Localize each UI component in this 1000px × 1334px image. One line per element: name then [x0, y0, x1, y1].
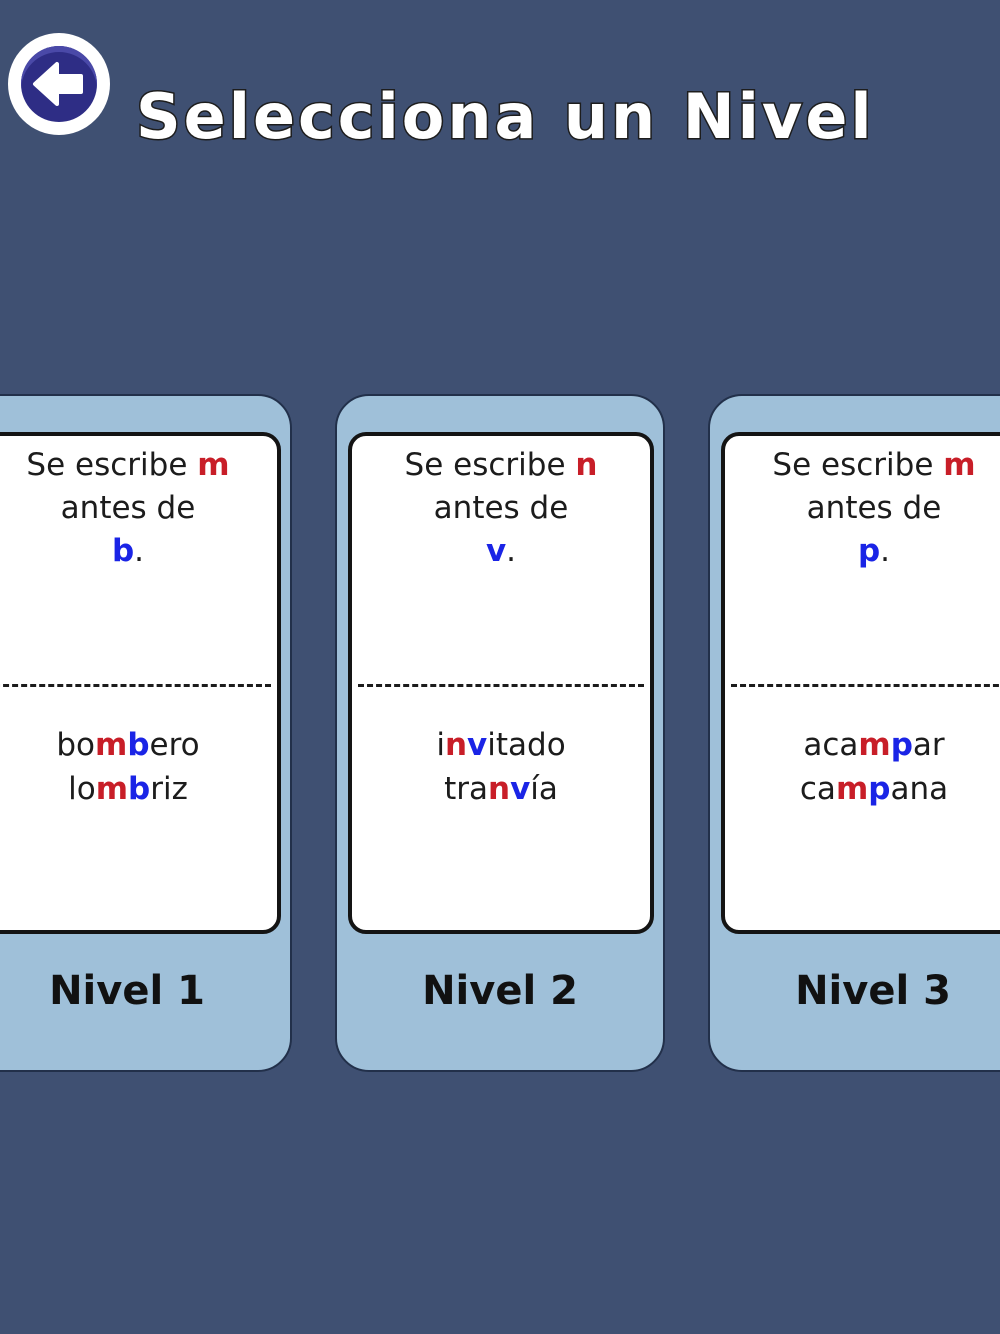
- rule-letter: m: [197, 447, 230, 483]
- rule-target: p: [857, 533, 881, 569]
- level-card-1[interactable]: Se escribe m antes de b. bombero lombriz…: [0, 394, 292, 1072]
- example-word: invitado: [436, 727, 566, 763]
- rule-dot: .: [880, 533, 891, 569]
- rule-middle: antes de: [60, 490, 196, 526]
- rule-panel: Se escribe n antes de v. invitado tranví…: [348, 432, 654, 934]
- rule-middle: antes de: [433, 490, 569, 526]
- arrow-left-icon: [21, 46, 97, 122]
- back-button[interactable]: [8, 33, 110, 135]
- rule-middle: antes de: [806, 490, 942, 526]
- rule-target: v: [485, 533, 507, 569]
- rule-target: b: [111, 533, 135, 569]
- dashed-divider: [731, 684, 1000, 687]
- example-word: tranvía: [444, 771, 558, 807]
- example-word: bombero: [56, 727, 200, 763]
- rule-letter: m: [943, 447, 976, 483]
- rule-panel: Se escribe m antes de b. bombero lombriz: [0, 432, 281, 934]
- page-title: Selecciona un Nivel: [135, 79, 875, 155]
- rule-letter: n: [575, 447, 598, 483]
- level-card-2[interactable]: Se escribe n antes de v. invitado tranví…: [335, 394, 665, 1072]
- example-word: lombriz: [68, 771, 188, 807]
- level-label: Nivel 1: [49, 968, 205, 1014]
- rule-dot: .: [134, 533, 145, 569]
- level-card-3[interactable]: Se escribe m antes de p. acampar campana…: [708, 394, 1000, 1072]
- dashed-divider: [0, 684, 271, 687]
- level-label: Nivel 2: [422, 968, 578, 1014]
- rule-panel: Se escribe m antes de p. acampar campana: [721, 432, 1000, 934]
- rule-prefix: Se escribe: [772, 447, 944, 483]
- example-word: acampar: [803, 727, 945, 763]
- rule-prefix: Se escribe: [26, 447, 198, 483]
- level-label: Nivel 3: [795, 968, 951, 1014]
- example-word: campana: [799, 771, 949, 807]
- rule-dot: .: [506, 533, 517, 569]
- rule-prefix: Se escribe: [404, 447, 576, 483]
- dashed-divider: [358, 684, 644, 687]
